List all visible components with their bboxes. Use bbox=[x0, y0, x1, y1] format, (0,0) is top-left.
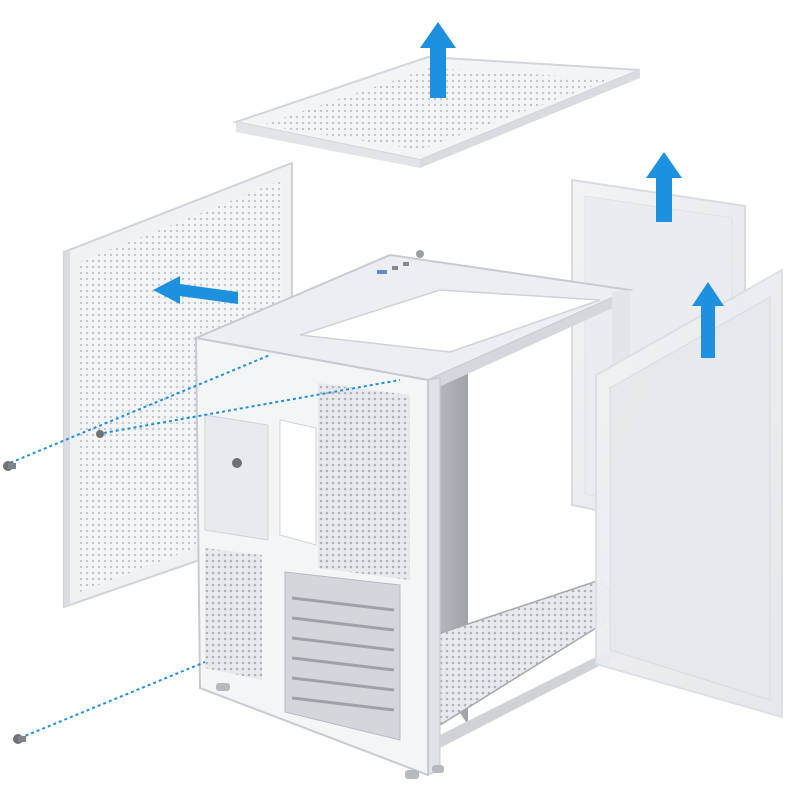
front-glass-panel bbox=[595, 268, 783, 719]
arrow-up-icon bbox=[420, 22, 456, 98]
case-chassis bbox=[192, 250, 634, 779]
arrow-left-icon bbox=[153, 276, 238, 304]
arrow-up-icon bbox=[646, 152, 682, 222]
removal-arrows bbox=[153, 22, 724, 358]
screw-upper-icon bbox=[3, 461, 16, 471]
top-mesh-panel bbox=[232, 55, 641, 168]
screw-lower-icon bbox=[13, 734, 26, 744]
screw-mid-icon bbox=[96, 430, 242, 468]
mounting-screws bbox=[3, 354, 401, 744]
arrow-up-icon bbox=[692, 282, 724, 358]
